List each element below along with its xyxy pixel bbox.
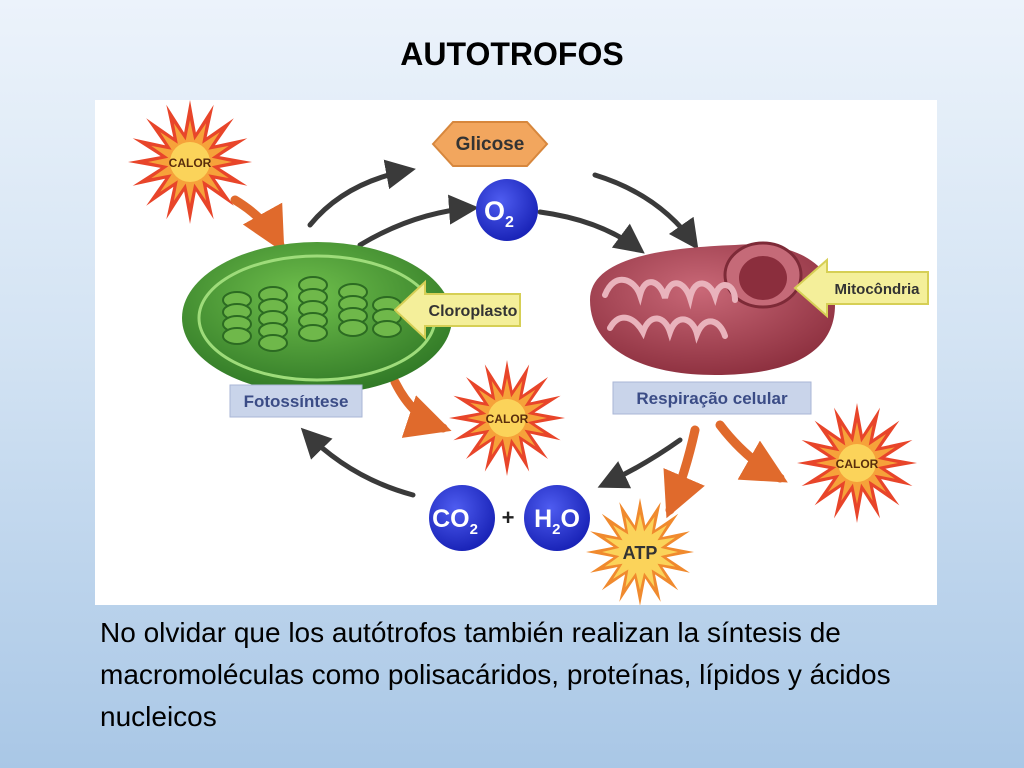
co2-node: CO2 <box>429 485 495 551</box>
heat-burst-center: CALOR <box>449 360 565 476</box>
heat-burst-top-left: CALOR <box>128 100 252 224</box>
photosynthesis-label: Fotossíntese <box>244 392 349 411</box>
chloroplast-pointer: Cloroplasto <box>393 279 521 341</box>
arrow-glucose-to-mitochondria <box>592 172 699 250</box>
respiration-tag: Respiração celular <box>612 381 812 415</box>
chloroplast-illustration <box>182 242 452 394</box>
svg-text:CO2: CO2 <box>432 505 478 538</box>
cycle-arrows <box>300 159 699 498</box>
arrow-chloroplast-to-heat <box>390 377 452 438</box>
mitochondria-label: Mitocôndria <box>835 281 921 298</box>
arrow-mitochondria-to-heat <box>715 420 788 483</box>
photosynthesis-tag: Fotossíntese <box>229 384 363 418</box>
chloroplast-label: Cloroplasto <box>429 303 518 320</box>
water-node: H2O <box>524 485 590 551</box>
glucose-label: Glicose <box>456 134 525 155</box>
arrow-heat-to-chloroplast <box>230 195 285 253</box>
svg-text:H2O: H2O <box>534 505 580 538</box>
arrow-chloroplast-to-glucose <box>307 159 416 228</box>
glucose-node: Glicose <box>431 121 549 167</box>
arrow-mitochondria-to-water <box>597 437 683 489</box>
svg-text:ATP: ATP <box>623 543 658 563</box>
plus-sign: + <box>502 505 515 530</box>
heat-arrows <box>230 195 788 519</box>
caption-text: No olvidar que los autótrofos también re… <box>100 617 891 732</box>
arrow-mitochondria-to-atp <box>663 425 705 519</box>
svg-text:CALOR: CALOR <box>169 156 212 170</box>
cycle-diagram: Glicose O2 Cloroplasto Fotossíntese <box>95 100 937 605</box>
svg-text:CALOR: CALOR <box>836 457 879 471</box>
respiration-label: Respiração celular <box>636 389 788 408</box>
arrow-chloroplast-to-oxygen <box>357 194 479 248</box>
svg-text:CALOR: CALOR <box>486 412 529 426</box>
slide-title: AUTOTROFOS <box>400 36 624 72</box>
mitochondria-pointer: Mitocôndria <box>793 257 929 319</box>
mitochondria-illustration <box>590 241 835 375</box>
arrow-co2-to-chloroplast <box>300 427 416 498</box>
svg-text:O2: O2 <box>484 196 514 231</box>
atp-burst: ATP <box>586 498 694 605</box>
heat-burst-right: CALOR <box>797 403 917 523</box>
arrow-oxygen-to-mitochondria <box>537 209 645 254</box>
oxygen-node: O2 <box>476 179 538 241</box>
